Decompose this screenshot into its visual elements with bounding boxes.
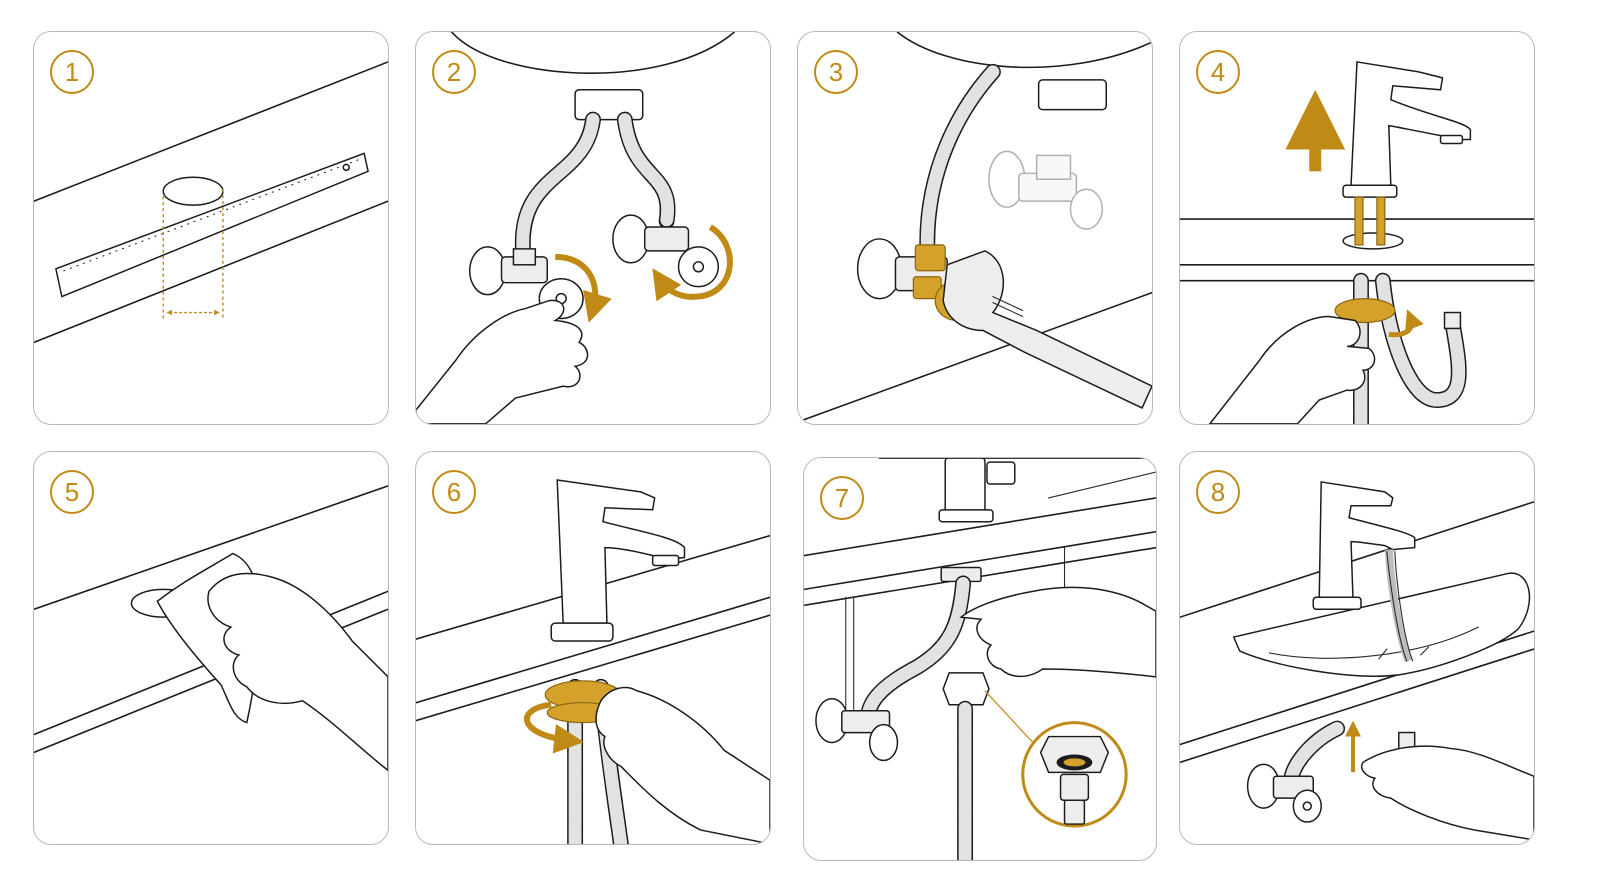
sink-basin: [1234, 573, 1530, 676]
faucet: [1343, 62, 1470, 197]
step-panel-7: 7: [803, 457, 1157, 861]
step-panel-1: 1: [33, 31, 389, 425]
step-panel-3: 3: [797, 31, 1153, 425]
shut-off-valves-illustration: [416, 32, 770, 424]
step-number-badge: 4: [1196, 50, 1240, 94]
faucet: [1313, 482, 1414, 609]
valve: [816, 699, 898, 761]
faucet-base: [575, 90, 643, 120]
compression-nut: [915, 245, 945, 271]
clean-surface-illustration: [34, 452, 388, 844]
measure-hole-illustration: [34, 32, 388, 424]
step-number-badge: 7: [820, 476, 864, 520]
step-panel-4: 4: [1179, 31, 1535, 425]
step-number-badge: 3: [814, 50, 858, 94]
remove-old-faucet-illustration: [1180, 32, 1534, 424]
step-number-badge: 5: [50, 470, 94, 514]
hand-icon: [961, 587, 1156, 676]
wrench-icon: [943, 251, 1152, 408]
countertop-hole: [163, 177, 223, 205]
step-number-badge: 1: [50, 50, 94, 94]
step-number-badge: 8: [1196, 470, 1240, 514]
hand-icon: [1362, 746, 1534, 840]
step-panel-8: 8: [1179, 451, 1535, 845]
hand-icon: [1210, 317, 1375, 424]
step-panel-5: 5: [33, 451, 389, 845]
faucet-base: [1039, 80, 1107, 110]
disconnect-supply-lines-illustration: [798, 32, 1152, 424]
step-number-badge: 6: [432, 470, 476, 514]
install-new-faucet-illustration: [416, 452, 770, 844]
step-panel-6: 6: [415, 451, 771, 845]
turn-on-water-illustration: [1180, 452, 1534, 844]
connect-supply-lines-illustration: [804, 458, 1156, 860]
faucet-base: [945, 458, 985, 514]
hose-fitting-detail: [1023, 723, 1126, 826]
step-number-badge: 2: [432, 50, 476, 94]
faucet: [551, 480, 684, 641]
step-panel-2: 2: [415, 31, 771, 425]
supply-hose: [943, 673, 989, 860]
diameter-guides: [163, 189, 223, 318]
faded-valve-icon: [989, 151, 1102, 229]
